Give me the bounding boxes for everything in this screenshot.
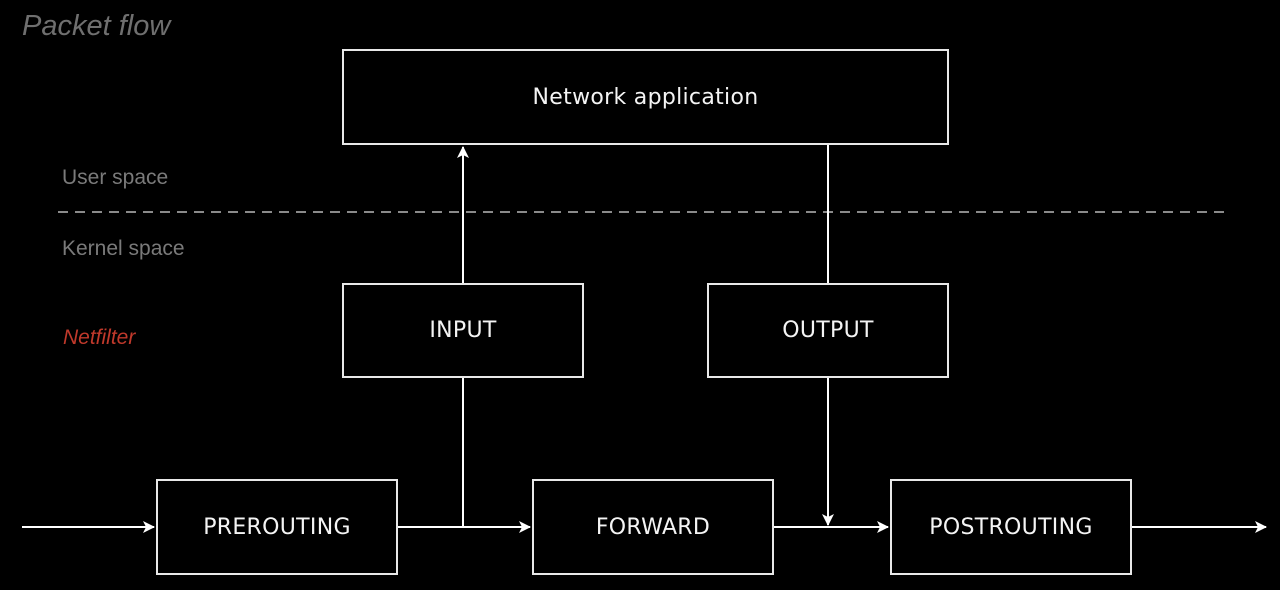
prerouting-chain-label: PREROUTING — [203, 514, 351, 540]
postrouting-chain-box: POSTROUTING — [890, 479, 1132, 575]
netfilter-label: Netfilter — [63, 326, 136, 349]
forward-chain-box: FORWARD — [532, 479, 774, 575]
forward-chain-label: FORWARD — [595, 514, 711, 540]
prerouting-chain-box: PREROUTING — [156, 479, 398, 575]
user-space-label: User space — [62, 166, 169, 189]
input-chain-box: INPUT — [342, 283, 584, 378]
network-application-box: Network application — [342, 49, 949, 145]
kernel-space-label: Kernel space — [62, 237, 185, 260]
input-chain-label: INPUT — [429, 318, 497, 343]
postrouting-chain-label: POSTROUTING — [929, 514, 1093, 540]
diagram-title: Packet flow — [22, 10, 171, 42]
output-chain-box: OUTPUT — [707, 283, 949, 378]
output-chain-label: OUTPUT — [782, 318, 874, 343]
network-application-label: Network application — [532, 84, 759, 110]
